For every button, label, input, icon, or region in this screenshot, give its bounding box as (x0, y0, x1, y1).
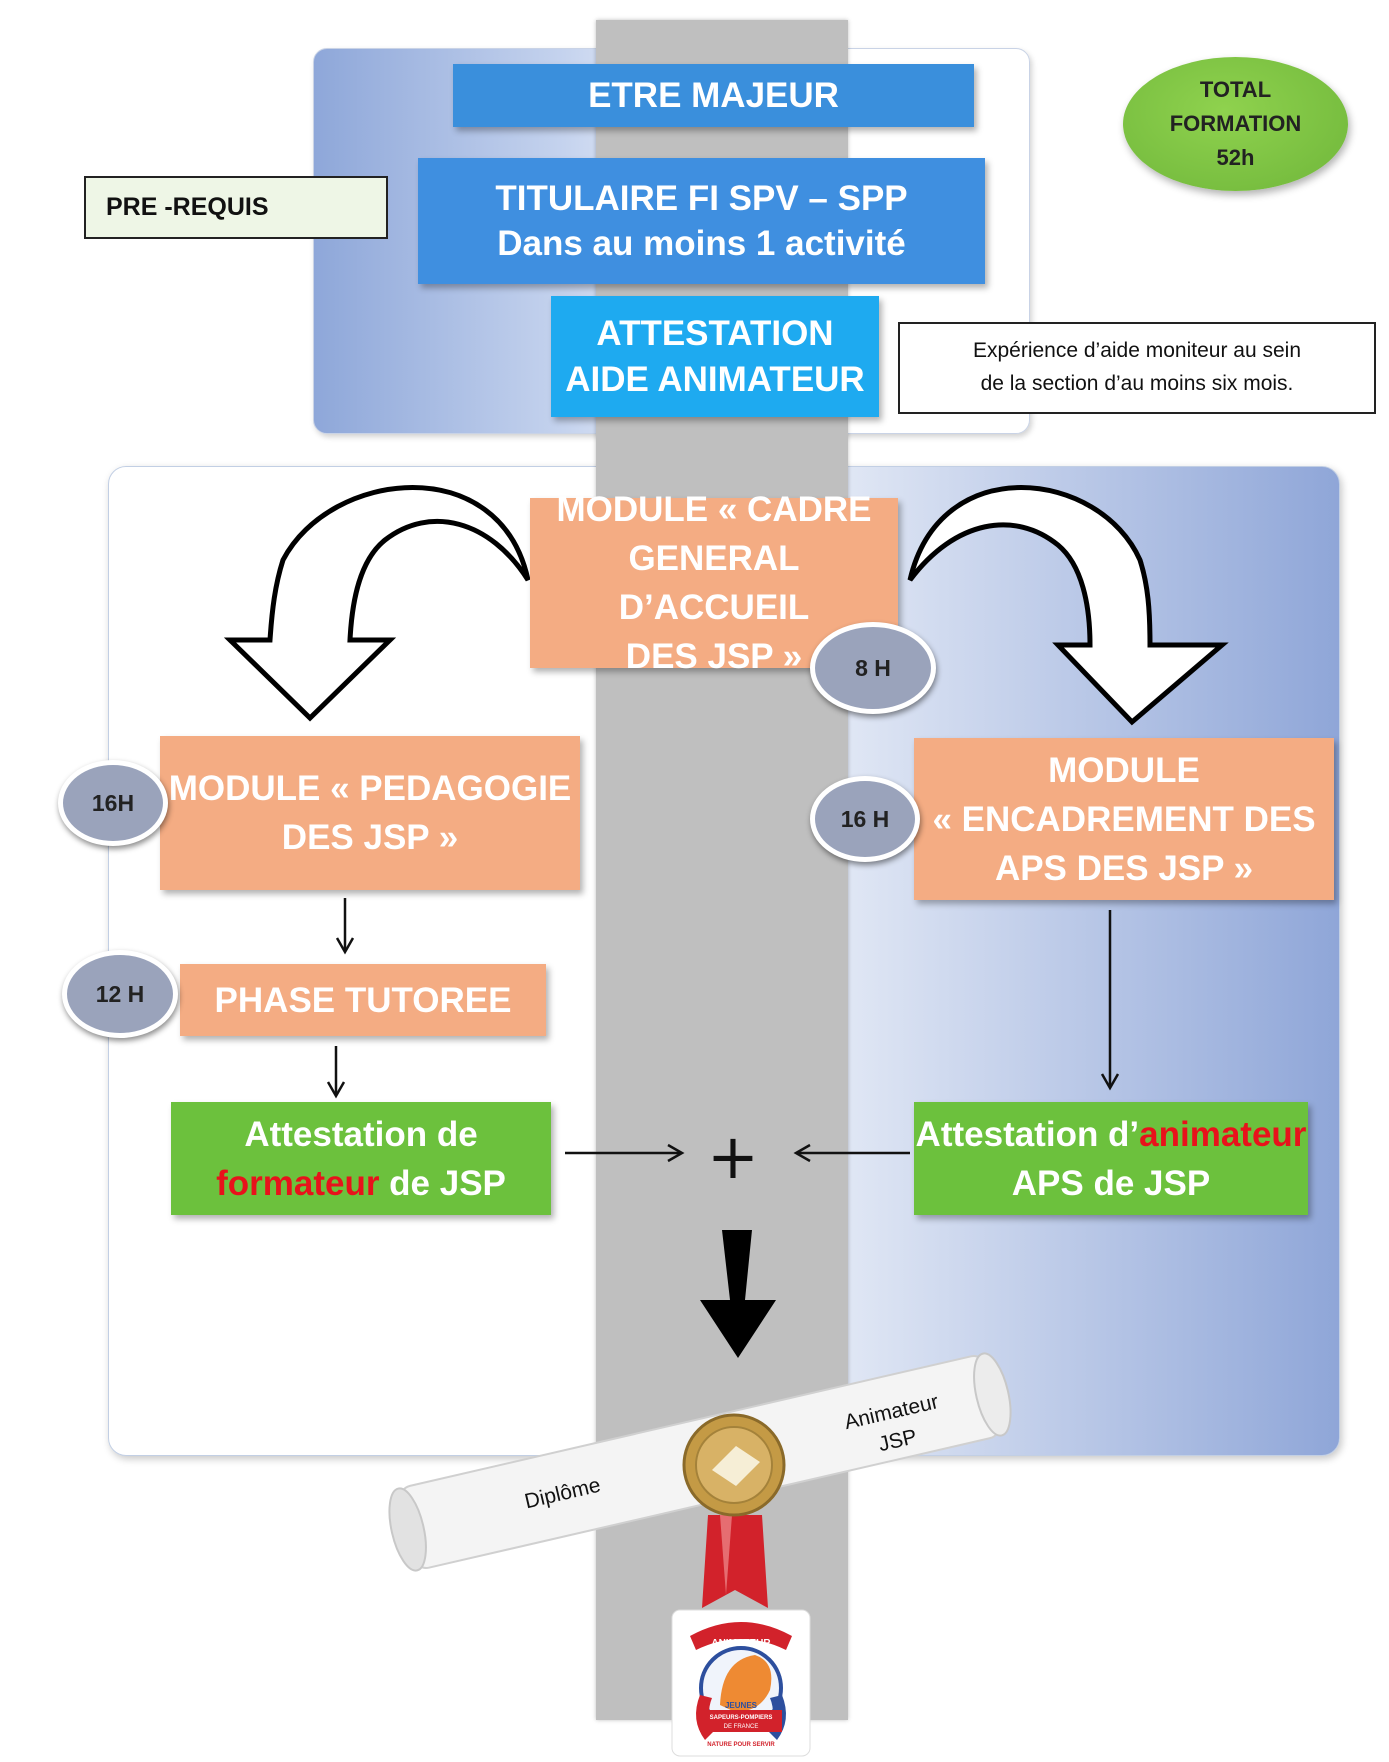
module-pedagogie-line2: DES JSP » (281, 818, 459, 857)
badge-top-text: ANIMATEUR (711, 1638, 771, 1649)
experience-note: Expérience d’aide moniteur au sein de la… (898, 322, 1376, 414)
attestation-aide-box: ATTESTATION AIDE ANIMATEUR (551, 296, 879, 417)
module-encadrement-line3: APS DES JSP » (994, 848, 1254, 888)
attestation-formateur: Attestation de formateur de JSP (171, 1102, 551, 1215)
total-hours: 52h (1216, 145, 1255, 171)
attestation-formateur-line2: formateur de JSP (216, 1159, 506, 1208)
titulaire-line1: TITULAIRE FI SPV – SPP (495, 178, 908, 218)
module-cadre-line2: GENERAL D’ACCUEIL (618, 539, 810, 627)
total-formation-badge: TOTAL FORMATION 52h (1123, 57, 1348, 191)
module-pedagogie: MODULE « PEDAGOGIE DES JSP » (160, 736, 580, 890)
titulaire-box: TITULAIRE FI SPV – SPP Dans au moins 1 a… (418, 158, 985, 284)
attestation-aide-line1: ATTESTATION (596, 314, 834, 353)
experience-line2: de la section d’au moins six mois. (980, 372, 1294, 395)
module-cadre-line1: MODULE « CADRE (556, 490, 872, 529)
module-encadrement-line1: MODULE (1048, 750, 1200, 790)
hours-badge-encadrement: 16 H (810, 776, 920, 862)
animateur-highlight: animateur (1139, 1114, 1307, 1154)
badge-bottom-text: NATURE POUR SERVIR (707, 1742, 775, 1748)
attestation-animateur-line1: Attestation d’animateur (916, 1110, 1307, 1159)
module-encadrement-line2: « ENCADREMENT DES (932, 799, 1316, 839)
badge-line3: DE FRANCE (724, 1724, 759, 1730)
attestation-aide-line2: AIDE ANIMATEUR (565, 359, 865, 399)
prerequisites-label: PRE -REQUIS (84, 176, 388, 239)
right-curved-arrow-icon (907, 485, 1229, 726)
badge-line2: SAPEURS-POMPIERS (710, 1715, 773, 1721)
animateur-prefix: Attestation d’ (915, 1114, 1140, 1154)
hours-badge-tutoree: 12 H (62, 950, 178, 1038)
total-line1: TOTAL (1199, 76, 1272, 102)
hours-badge-pedagogie: 16H (58, 760, 168, 846)
badge-line1: JEUNES (725, 1701, 758, 1710)
thin-arrows (326, 898, 1120, 1163)
phase-tutoree: PHASE TUTOREE (180, 964, 546, 1036)
experience-line1: Expérience d’aide moniteur au sein (972, 339, 1302, 363)
module-pedagogie-line1: MODULE « PEDAGOGIE (168, 769, 572, 808)
total-line2: FORMATION (1169, 110, 1302, 136)
attestation-animateur: Attestation d’animateur APS de JSP (914, 1102, 1308, 1215)
plus-symbol: + (707, 1119, 759, 1193)
diploma-scroll-icon: Diplôme Animateur JSP (388, 1352, 1012, 1608)
hours-badge-cadre: 8 H (810, 622, 936, 714)
module-cadre-line3: DES JSP » (625, 637, 803, 676)
formateur-highlight: formateur (216, 1163, 380, 1203)
jsp-animateur-logo: ANIMATEUR JEUNES SAPEURS-POMPIERS DE FRA… (671, 1609, 811, 1757)
module-encadrement: MODULE « ENCADREMENT DES APS DES JSP » (914, 738, 1334, 900)
left-curved-arrow-icon (223, 485, 531, 722)
attestation-animateur-line2: APS de JSP (1011, 1163, 1211, 1203)
attestation-formateur-line1: Attestation de (244, 1114, 478, 1154)
formateur-rest: de JSP (379, 1163, 506, 1203)
down-arrow-icon (700, 1230, 776, 1358)
etre-majeur-box: ETRE MAJEUR (453, 64, 974, 127)
titulaire-line2: Dans au moins 1 activité (497, 224, 906, 263)
